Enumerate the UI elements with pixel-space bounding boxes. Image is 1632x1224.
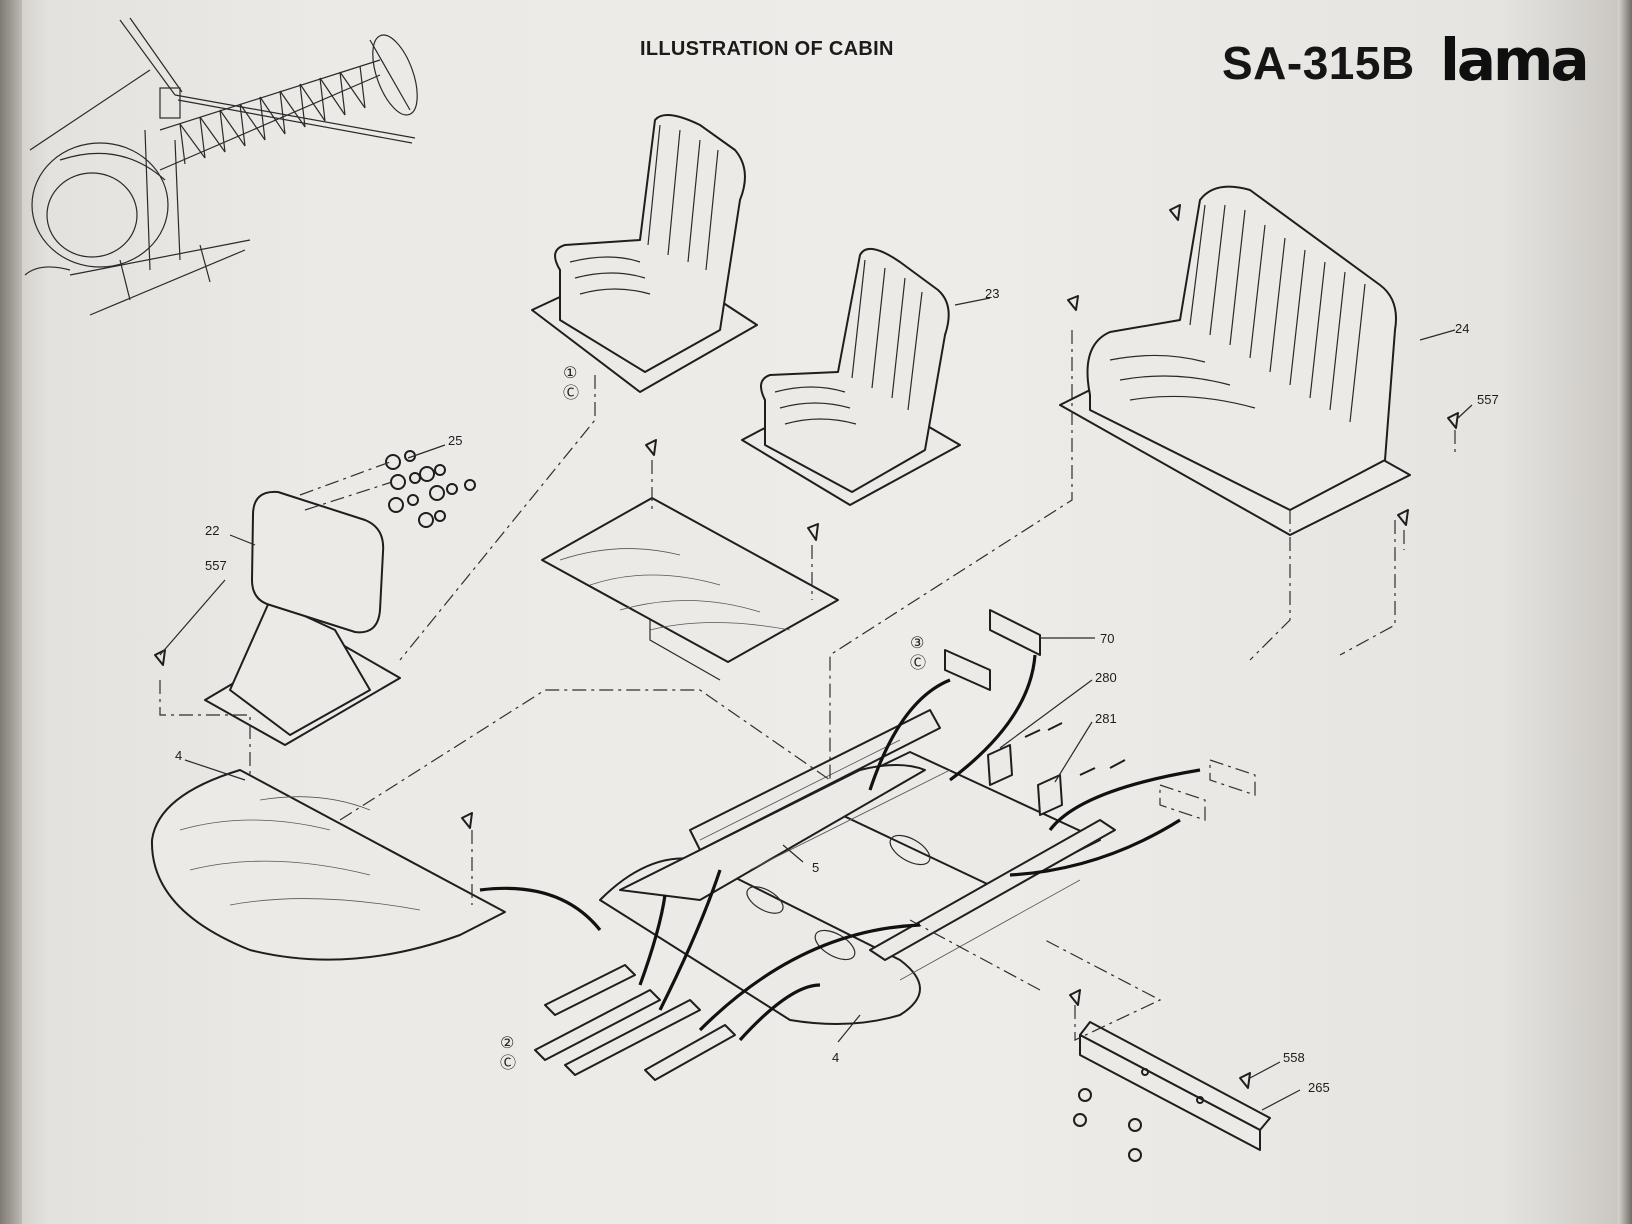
callout-4-lower: 4 (832, 1050, 839, 1065)
step-3-marker: ③ (910, 633, 924, 652)
angle-rail (1073, 1021, 1271, 1162)
callout-70: 70 (1100, 631, 1114, 646)
callout-265: 265 (1308, 1080, 1330, 1095)
step-1-marker: ① (563, 363, 577, 382)
leader-lines (159, 297, 1473, 1111)
callout-557-right: 557 (1477, 392, 1499, 407)
callout-280: 280 (1095, 670, 1117, 685)
callout-5: 5 (812, 860, 819, 875)
callout-25: 25 (448, 433, 462, 448)
control-console (204, 490, 401, 746)
step-1-c-marker: Ⓒ (563, 383, 579, 402)
step-2-marker: ② (500, 1033, 514, 1052)
bench-seat-rear (1059, 185, 1411, 536)
brackets (987, 722, 1126, 816)
seat-front-right (741, 247, 961, 506)
floor-halfround (150, 769, 506, 961)
callout-22: 22 (205, 523, 219, 538)
cabin-frame (599, 709, 1116, 1025)
step-3-c-marker: Ⓒ (910, 653, 926, 672)
callout-23: 23 (985, 286, 999, 301)
screws (154, 204, 1459, 1089)
callout-558: 558 (1283, 1050, 1305, 1065)
assembly-arrows (479, 654, 1201, 1042)
knob-set (299, 450, 476, 528)
step-markers: ① Ⓒ ② Ⓒ ③ Ⓒ (500, 363, 926, 1072)
model-name: SA-315B (1222, 37, 1415, 89)
callouts: 22 557 25 4 23 24 557 70 280 281 5 4 558… (175, 286, 1499, 1095)
dashed-blocks (1159, 759, 1256, 821)
floor-board-upper (541, 497, 839, 681)
callout-281: 281 (1095, 711, 1117, 726)
assembly-lines (159, 330, 1456, 1041)
page-title: ILLUSTRATION OF CABIN (640, 38, 894, 60)
callout-4-floor: 4 (175, 748, 182, 763)
page-edge-shadow (1618, 0, 1632, 1224)
blocks-70 (944, 609, 1041, 691)
wood-sticks (534, 964, 736, 1081)
page-gutter-shadow (0, 0, 22, 1224)
callout-24: 24 (1455, 321, 1469, 336)
callout-557-left: 557 (205, 558, 227, 573)
seat-front-left (531, 114, 758, 393)
step-2-c-marker: Ⓒ (500, 1053, 516, 1072)
helicopter-thumbnail (24, 17, 418, 316)
brand-logo: lama (1440, 26, 1590, 94)
